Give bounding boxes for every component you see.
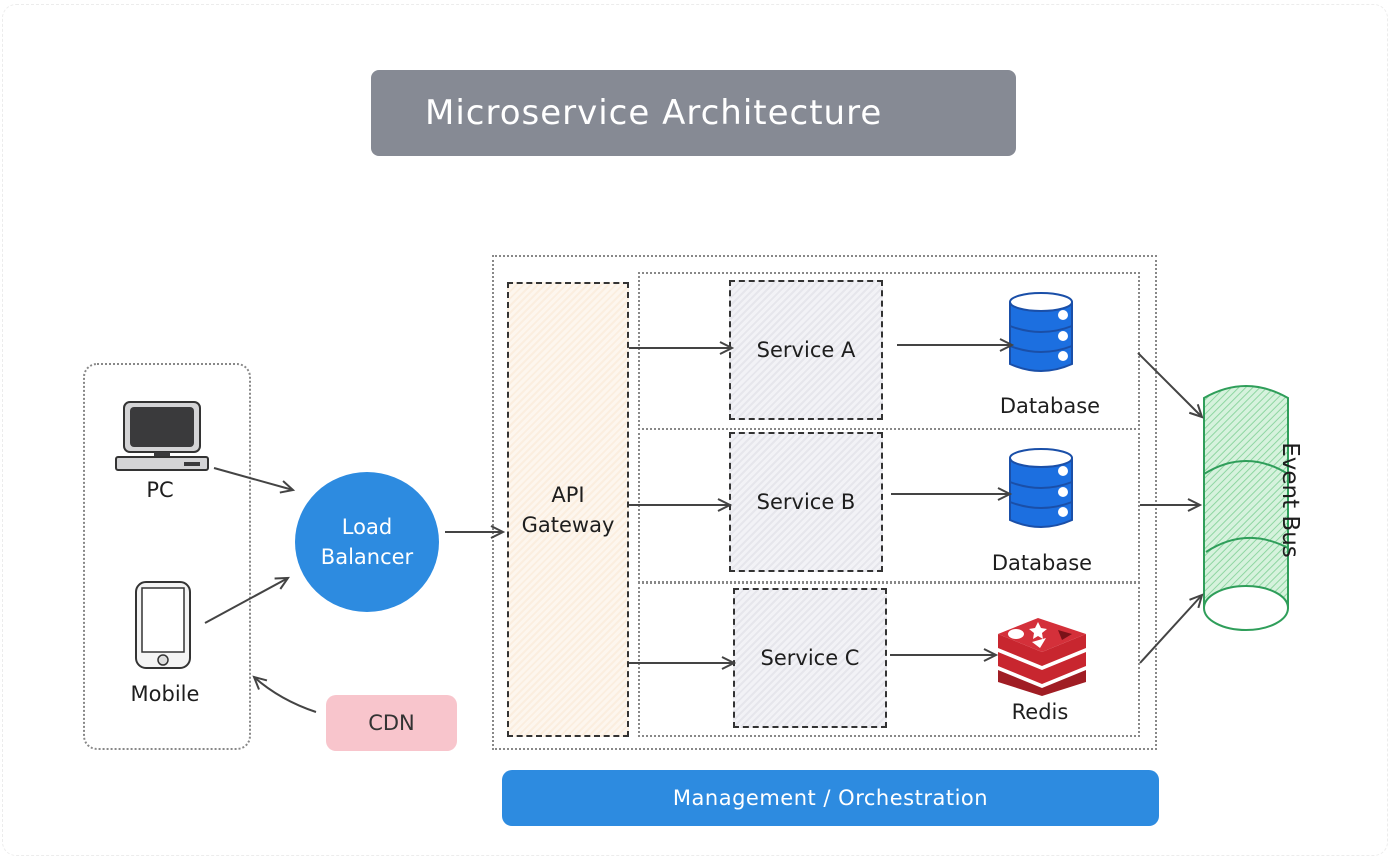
diagram-title-text: Microservice Architecture bbox=[425, 93, 883, 133]
cdn-node: CDN bbox=[326, 695, 457, 751]
api-gateway-node: API Gateway bbox=[507, 282, 629, 737]
api-gateway-label-line2: Gateway bbox=[521, 512, 615, 537]
redis-label: Redis bbox=[1011, 700, 1069, 724]
database-b-label: Database bbox=[991, 551, 1093, 575]
pc-icon bbox=[115, 401, 209, 471]
database-icon bbox=[1009, 448, 1073, 528]
service-c-lane bbox=[638, 582, 1140, 737]
load-balancer-label-line2: Balancer bbox=[320, 545, 414, 569]
redis-icon bbox=[998, 618, 1086, 696]
database-a-label: Database bbox=[999, 394, 1101, 418]
service-a-node: Service A bbox=[729, 280, 883, 420]
canvas-frame bbox=[2, 4, 1388, 856]
service-c-label: Service C bbox=[760, 646, 860, 670]
service-b-label: Service B bbox=[756, 490, 856, 514]
pc-label: PC bbox=[146, 478, 174, 502]
load-balancer-label-line1: Load bbox=[341, 515, 393, 539]
event-bus-cylinder bbox=[1203, 385, 1289, 631]
service-c-node: Service C bbox=[733, 588, 887, 728]
load-balancer-node: Load Balancer bbox=[295, 472, 439, 612]
event-bus-label: Event Bus bbox=[1277, 442, 1303, 558]
mobile-label: Mobile bbox=[130, 682, 200, 706]
management-orchestration-bar: Management / Orchestration bbox=[502, 770, 1159, 826]
management-label: Management / Orchestration bbox=[672, 786, 989, 810]
database-icon bbox=[1009, 292, 1073, 372]
service-a-label: Service A bbox=[756, 338, 856, 362]
cdn-label: CDN bbox=[368, 711, 415, 735]
backend-cluster bbox=[492, 255, 1157, 750]
service-b-node: Service B bbox=[729, 432, 883, 572]
diagram-title: Microservice Architecture bbox=[371, 70, 1016, 156]
clients-group bbox=[83, 363, 251, 750]
api-gateway-label-line1: API bbox=[551, 482, 585, 507]
mobile-icon bbox=[135, 581, 191, 669]
